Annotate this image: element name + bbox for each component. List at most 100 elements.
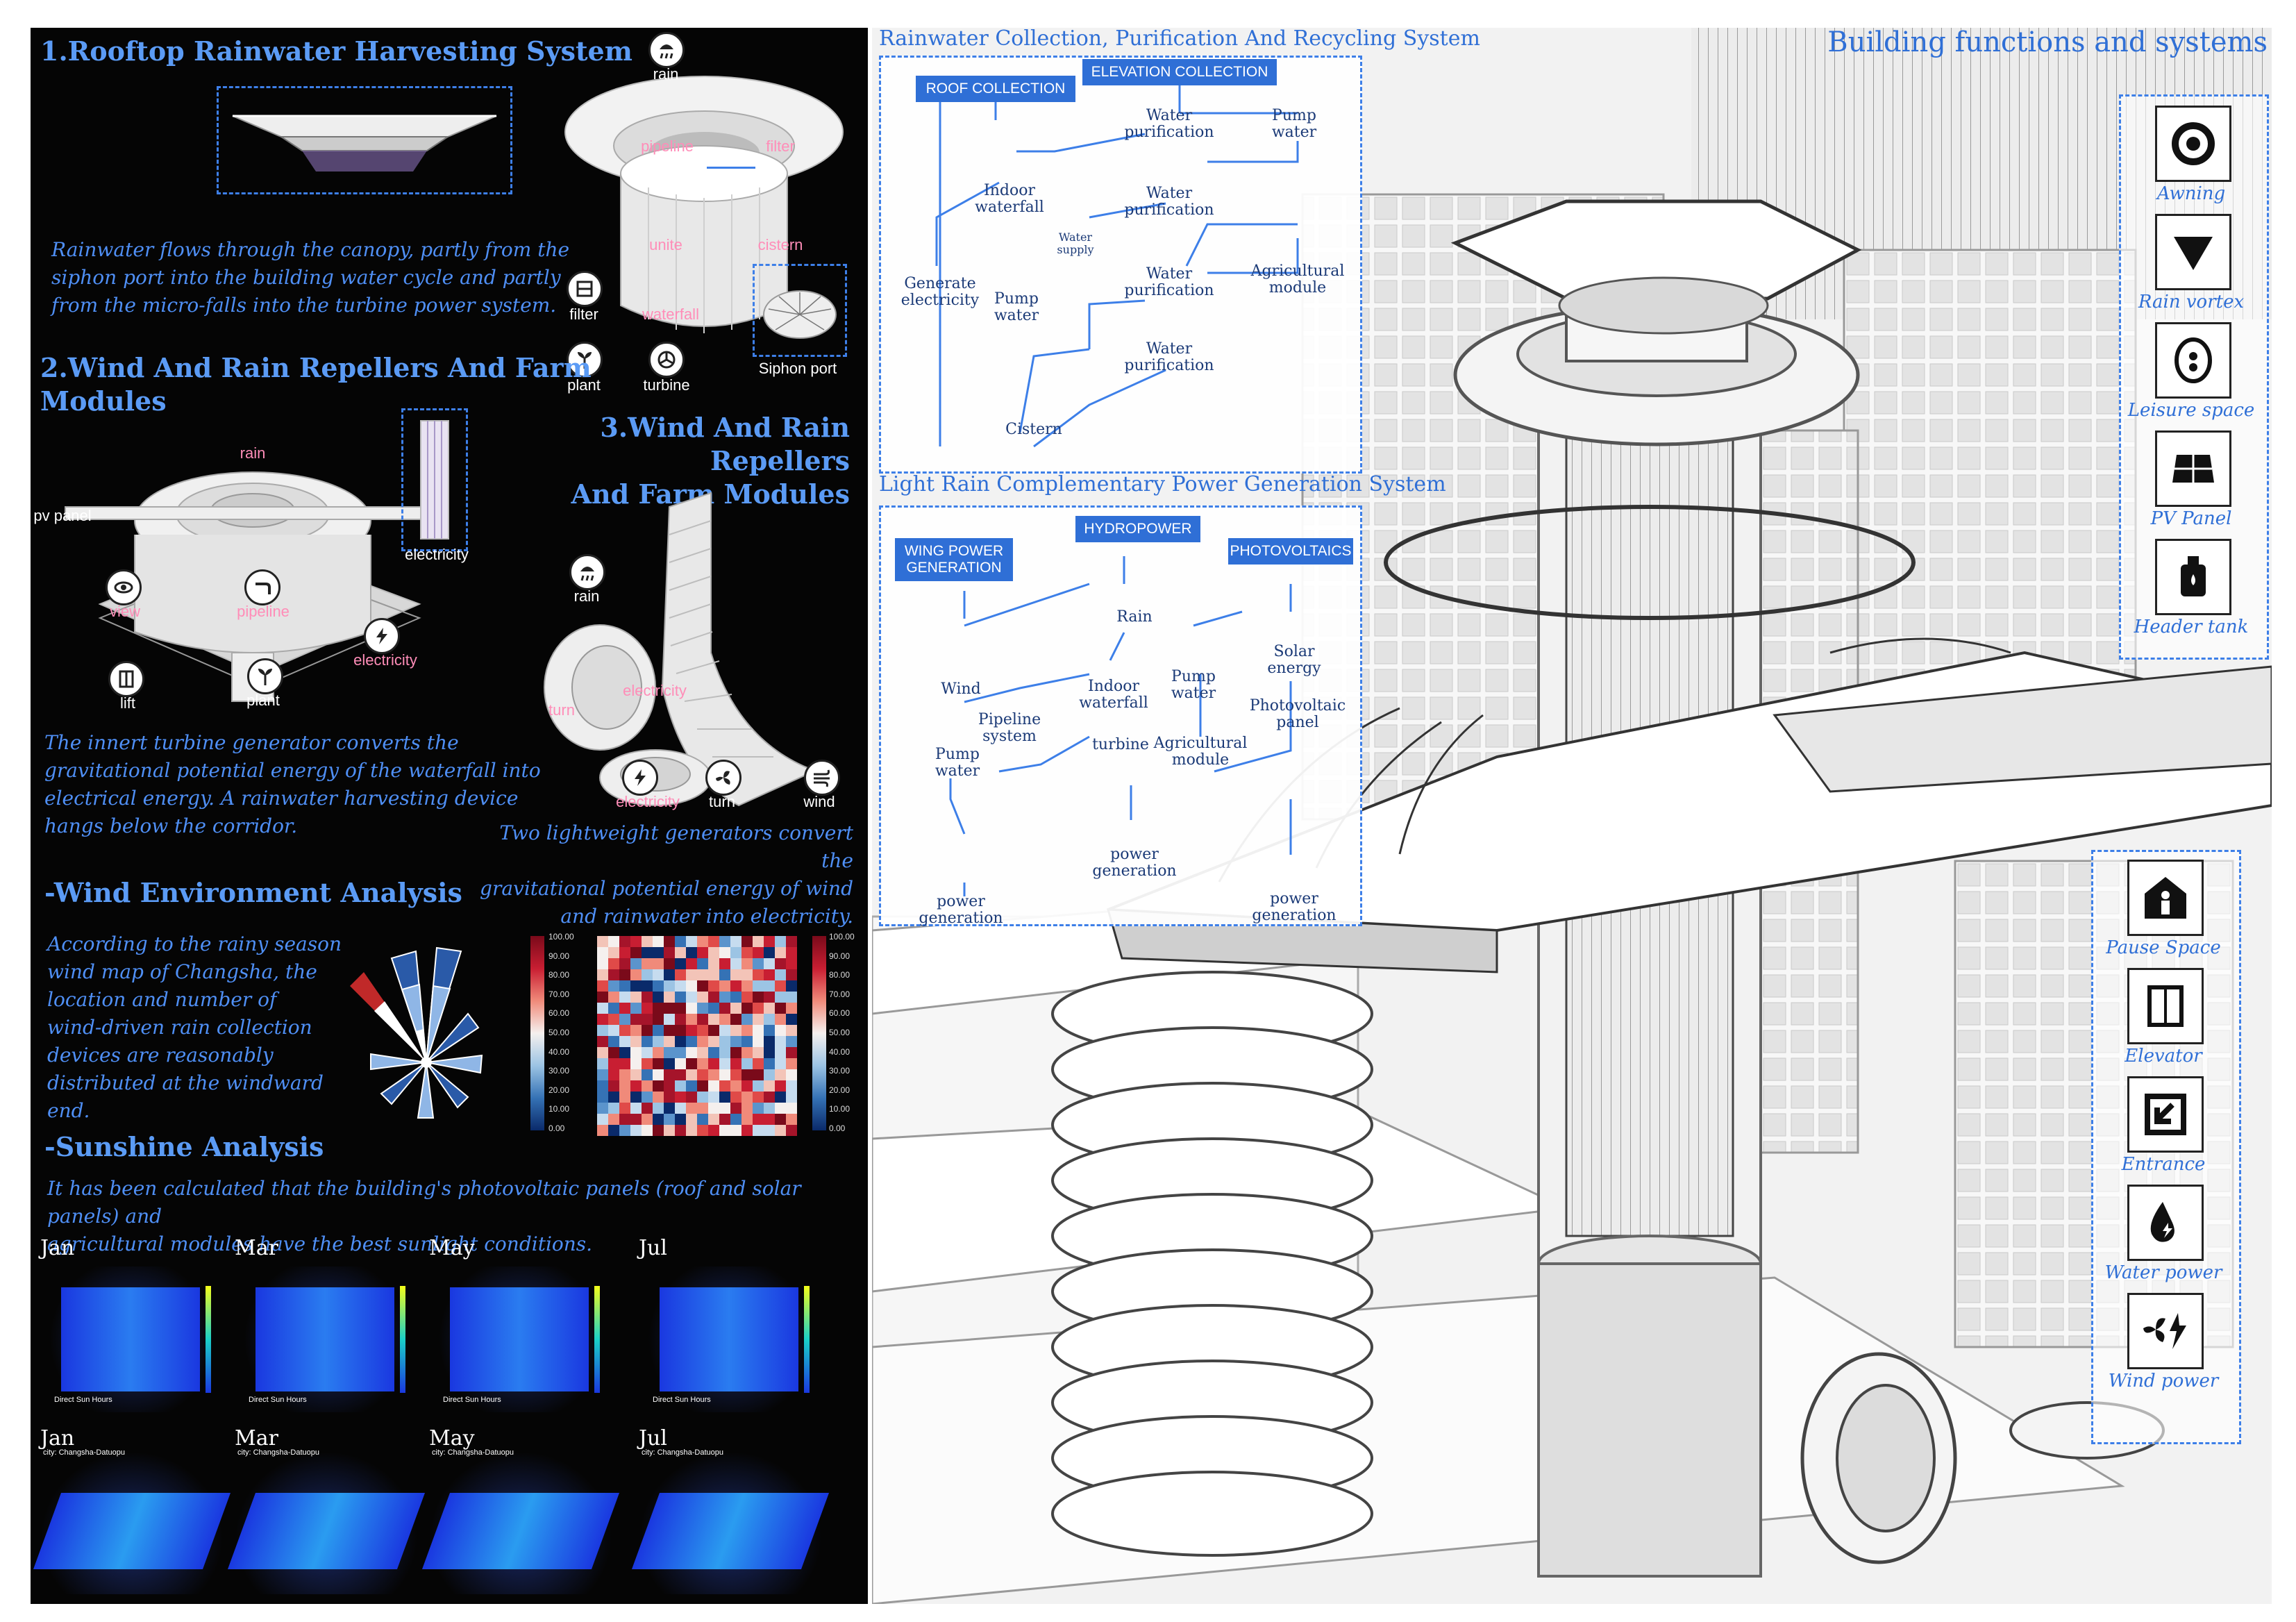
label-unite: unite bbox=[649, 236, 682, 253]
sun-map-3d: city: Changsha-Datuopu bbox=[227, 1448, 426, 1594]
node-turbine: turbine bbox=[1092, 736, 1149, 753]
electricity-icon bbox=[364, 618, 400, 654]
drop-circle-icon bbox=[2155, 322, 2231, 399]
label-turbine: turbine bbox=[643, 376, 690, 394]
node-wind: Wind bbox=[941, 680, 981, 698]
sun-map-3d-fill bbox=[631, 1493, 830, 1569]
node-pump-water-1: Pump water bbox=[1271, 107, 1317, 141]
sun-map-caption: Direct Sun Hours bbox=[443, 1396, 501, 1404]
sun-map-caption: Direct Sun Hours bbox=[653, 1396, 711, 1404]
lift-icon bbox=[108, 661, 144, 697]
cb2-tick: 50.00 bbox=[829, 1027, 850, 1037]
cb1-tick: 90.00 bbox=[548, 951, 570, 961]
building-functions-title: Building functions and systems bbox=[1827, 28, 2268, 58]
colorbar-1-ticks: 100.00 90.00 80.00 70.00 60.00 50.00 40.… bbox=[548, 932, 590, 1143]
sun-map-caption: Direct Sun Hours bbox=[54, 1396, 112, 1404]
left-analysis-panel: 1.Rooftop Rainwater Harvesting System bbox=[31, 28, 868, 1604]
label-rain-top: rain bbox=[653, 65, 679, 83]
node-power-generation-3: power generation bbox=[1252, 890, 1336, 924]
sun-map-3d: city: Changsha-Datuopu bbox=[33, 1448, 231, 1594]
pv-panel-detail-frame bbox=[401, 408, 468, 551]
elevation-collection-header: ELEVATION COLLECTION bbox=[1082, 59, 1277, 85]
system1-diagram-frame: ROOF COLLECTION ELEVATION COLLECTION Wat… bbox=[879, 56, 1362, 474]
cb1-tick: 100.00 bbox=[548, 932, 574, 942]
pv-panel-detail bbox=[420, 420, 449, 540]
label-filter: filter bbox=[569, 306, 598, 323]
sun-map-3d-fill bbox=[421, 1493, 620, 1569]
node-water-purification-1: Water purification bbox=[1124, 107, 1214, 141]
system2-flow-lines bbox=[949, 556, 1292, 896]
cb1-tick: 80.00 bbox=[548, 970, 570, 980]
wind-line-4: wind-driven rain collection bbox=[47, 1016, 312, 1039]
wind-line-7: end. bbox=[47, 1099, 90, 1122]
system2-diagram-frame: WING POWER GENERATION HYDROPOWER PHOTOVO… bbox=[879, 505, 1362, 927]
rain-icon bbox=[648, 32, 685, 68]
cb1-tick: 70.00 bbox=[548, 989, 570, 999]
person-house-icon bbox=[2127, 860, 2204, 936]
label-pv-panel: pv panel bbox=[33, 507, 92, 524]
photovoltaics-header: PHOTOVOLTAICS bbox=[1228, 538, 1353, 565]
s3-line-1: Two lightweight generators convert the bbox=[499, 821, 853, 872]
label-lift: lift bbox=[120, 694, 135, 712]
label-turn-s3: turn bbox=[548, 701, 575, 719]
sun-map-caption: Direct Sun Hours bbox=[249, 1396, 307, 1404]
label-pipeline-s2: pipeline bbox=[237, 603, 290, 620]
sun-line-2: agricultural modules have the best sunli… bbox=[47, 1232, 593, 1255]
cb2-tick: 10.00 bbox=[829, 1104, 850, 1114]
sun-map-plan-fill bbox=[255, 1287, 394, 1391]
sun-map-city: city: Changsha-Datuopu bbox=[237, 1448, 320, 1457]
wind-power-icon bbox=[2127, 1293, 2204, 1369]
node-pipeline-system: Pipeline system bbox=[978, 711, 1041, 745]
sun-map-plan-fill bbox=[61, 1287, 200, 1391]
node-indoor-waterfall: Indoor waterfall bbox=[975, 182, 1044, 216]
wind-line-1: According to the rainy season bbox=[47, 933, 342, 955]
cb1-tick: 20.00 bbox=[548, 1085, 570, 1095]
node-water-supply: Water supply bbox=[1057, 231, 1094, 256]
ring-icon bbox=[2155, 106, 2231, 182]
sunshine-analysis-title: -Sunshine Analysis bbox=[44, 1131, 324, 1162]
wind-rain-repeller-axonometric bbox=[544, 492, 817, 807]
function-label-upper: PV Panel bbox=[2150, 508, 2232, 529]
cb1-tick: 60.00 bbox=[548, 1008, 570, 1019]
sun-map-plan-legend bbox=[804, 1286, 810, 1393]
section2-title: 2.Wind And Rain Repellers And Farm Modul… bbox=[40, 351, 592, 418]
node-rain: Rain bbox=[1116, 608, 1153, 626]
sun-map-plan: Direct Sun Hours bbox=[235, 1266, 418, 1412]
canopy-detail-drawing bbox=[232, 115, 497, 172]
sun-map-plan-legend bbox=[400, 1286, 405, 1393]
label-electricity: electricity bbox=[405, 546, 469, 563]
label-filter-top: filter bbox=[766, 137, 795, 155]
cb2-tick: 40.00 bbox=[829, 1046, 850, 1057]
cb1-tick: 50.00 bbox=[548, 1027, 570, 1037]
section1-title: 1.Rooftop Rainwater Harvesting System bbox=[40, 35, 632, 67]
label-plant-s2: plant bbox=[246, 692, 280, 709]
plant-icon-s2 bbox=[247, 658, 283, 694]
wind-line-3: location and number of bbox=[47, 988, 277, 1011]
cb2-tick: 90.00 bbox=[829, 951, 850, 961]
node-agricultural-module-2: Agricultural module bbox=[1153, 735, 1248, 769]
node-cistern: Cistern bbox=[1005, 421, 1062, 438]
label-view: view bbox=[109, 603, 140, 620]
node-pump-water-3: Pump water bbox=[1171, 668, 1216, 702]
sun-month-label: Mar bbox=[235, 1236, 278, 1260]
sunshine-description: It has been calculated that the building… bbox=[47, 1175, 868, 1258]
system1-title: Rainwater Collection, Purification And R… bbox=[879, 28, 1480, 51]
rooftop-canopy-axonometric bbox=[564, 76, 844, 333]
filter-icon bbox=[567, 271, 603, 307]
triangle-icon bbox=[2155, 214, 2231, 290]
sun-map-plan: Direct Sun Hours bbox=[40, 1266, 224, 1412]
sun-line-1: It has been calculated that the building… bbox=[47, 1177, 801, 1228]
tank-icon bbox=[2155, 539, 2231, 615]
electricity-icon-s3 bbox=[622, 760, 658, 796]
sun-map-plan: Direct Sun Hours bbox=[429, 1266, 612, 1412]
label-pipeline-top: pipeline bbox=[641, 137, 694, 155]
section2-description: The innert turbine generator converts th… bbox=[44, 729, 541, 840]
sun-map-plan-fill bbox=[450, 1287, 589, 1391]
sun-month-label-3d: May bbox=[429, 1426, 475, 1450]
cb2-tick: 100.00 bbox=[829, 932, 855, 942]
wind-analysis-title: -Wind Environment Analysis bbox=[44, 877, 462, 908]
sun-map-city: city: Changsha-Datuopu bbox=[642, 1448, 724, 1457]
elevator-icon bbox=[2127, 968, 2204, 1044]
cb2-tick: 70.00 bbox=[829, 989, 850, 999]
section1-description: Rainwater flows through the canopy, part… bbox=[51, 236, 569, 319]
